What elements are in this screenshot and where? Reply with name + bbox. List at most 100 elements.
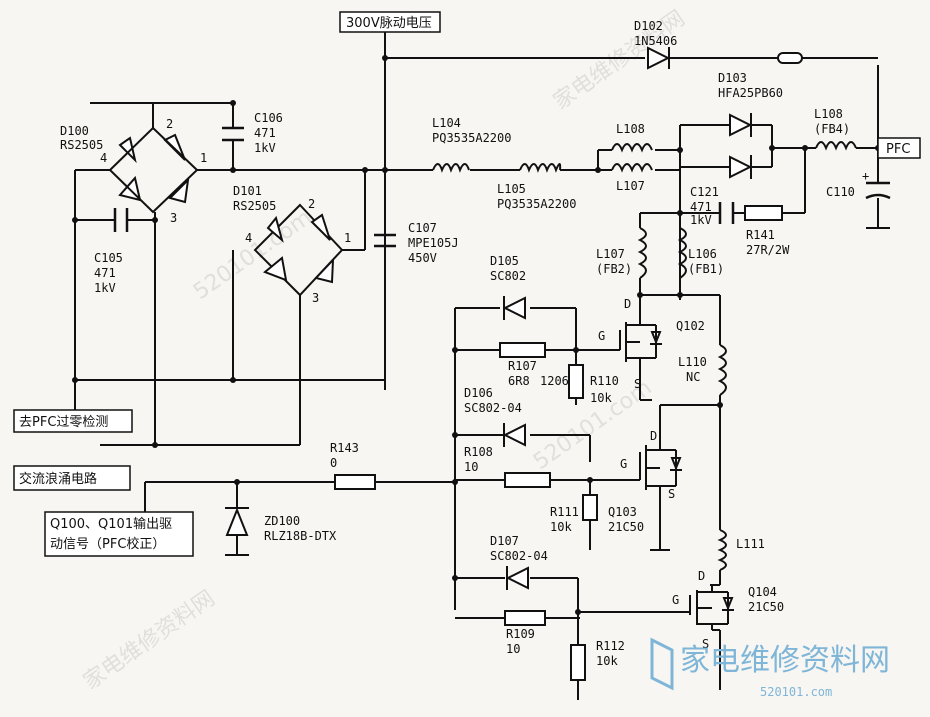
r109-value: 10: [506, 642, 520, 656]
surge-circuit-box: [13, 465, 131, 491]
d100-diode-icon: [168, 177, 190, 204]
d103-diode-icon: [729, 113, 753, 137]
d107-diode-icon: [505, 566, 529, 590]
l110-label: L110: [678, 355, 707, 369]
l105-part: PQ3535A2200: [497, 197, 576, 211]
r110-resistor-icon: [568, 364, 584, 399]
resistors: [334, 205, 783, 681]
d105-label: D105: [490, 254, 519, 268]
diodes: [108, 46, 803, 590]
r107-resistor-icon: [499, 342, 546, 358]
pin-label: 4: [100, 151, 107, 165]
r111-resistor-icon: [582, 494, 598, 521]
q103-mosfet-icon: [639, 440, 682, 500]
c105-value: 471: [94, 266, 116, 280]
q102-label: Q102: [676, 319, 705, 333]
watermark-text: 家电维修资料网: [79, 586, 220, 695]
zero-detect-box: [13, 409, 133, 433]
l108-fb4-part: (FB4): [814, 122, 850, 136]
d100-label: D100: [60, 124, 89, 138]
l105-coil-icon: [519, 163, 562, 173]
r141-label: R141: [746, 228, 775, 242]
source-label: S: [634, 377, 641, 391]
watermark-text: 520101.com: [189, 205, 316, 305]
r108-label: R108: [464, 445, 493, 459]
l106-label: L106: [688, 247, 717, 261]
logo-url: 520101.com: [760, 685, 832, 699]
d105-part: SC802: [490, 269, 526, 283]
r143-value: 0: [330, 456, 337, 470]
zd100-zener-icon: [225, 507, 249, 536]
d106-diode-icon: [502, 423, 526, 447]
r111-value: 10k: [550, 520, 572, 534]
c107-voltage: 450V: [408, 251, 437, 265]
r107-label: R107: [508, 359, 537, 373]
d105-diode-icon: [502, 296, 526, 320]
inductors: [432, 141, 857, 571]
r110-label: R110: [590, 374, 619, 388]
r112-value: 10k: [596, 654, 618, 668]
r112-label: R112: [596, 639, 625, 653]
r107-value: 6R8: [508, 374, 530, 388]
pulse-voltage-label: 300V脉动电压: [346, 16, 432, 31]
site-logo: 家电维修资料网 520101.com: [650, 637, 890, 699]
r108-value: 10: [464, 460, 478, 474]
junctions: [72, 55, 881, 615]
r112-resistor-icon: [570, 644, 586, 681]
drain-label: D: [624, 297, 631, 311]
r110-value: 10k: [590, 391, 612, 405]
d101-part: RS2505: [233, 199, 276, 213]
label-boxes: 300V脉动电压 PFC 去PFC过零检测 交流浪涌电路 Q100、Q101输出…: [13, 11, 921, 557]
l108-fb4-coil-icon: [815, 141, 857, 151]
pin-label: 3: [170, 211, 177, 225]
l110-coil-icon: [717, 344, 727, 396]
drain-label: D: [650, 429, 657, 443]
gate-label: G: [598, 329, 605, 343]
d102-part: 1N5406: [634, 34, 677, 48]
r108-resistor-icon: [504, 472, 551, 488]
q104-part: 21C50: [748, 600, 784, 614]
l104-label: L104: [432, 116, 461, 130]
pin-label: 2: [308, 197, 315, 211]
l107-label: L107: [616, 179, 645, 193]
d103-diode-icon: [729, 155, 753, 179]
r143-label: R143: [330, 441, 359, 455]
r109-resistor-icon: [504, 610, 546, 626]
mosfets: [619, 318, 734, 631]
d100-bridge-icon: [108, 126, 199, 214]
zero-detect-label: 去PFC过零检测: [19, 415, 108, 430]
c106-value: 471: [254, 126, 276, 140]
l107-fb2-part: (FB2): [596, 262, 632, 276]
logo-icon: [650, 637, 674, 691]
c121-label: C121: [690, 185, 719, 199]
l108-label: L108: [616, 122, 645, 136]
d101-diode-icon: [314, 257, 335, 284]
d103-part: HFA25PB60: [718, 86, 783, 100]
l104-part: PQ3535A2200: [432, 131, 511, 145]
l108-coil-icon: [611, 143, 653, 153]
l106-fb1-coil-icon: [677, 227, 687, 279]
drive-signal-label-2: 动信号（PFC校正）: [50, 536, 165, 552]
pin-label: 4: [245, 231, 252, 245]
l106-part: (FB1): [688, 262, 724, 276]
c105-label: C105: [94, 251, 123, 265]
c106-voltage: 1kV: [254, 141, 276, 155]
fuse-icon: [777, 52, 803, 64]
d101-diode-icon: [310, 213, 331, 241]
d107-label: D107: [490, 534, 519, 548]
d102-label: D102: [634, 19, 663, 33]
logo-text: 家电维修资料网: [680, 643, 890, 678]
l108-fb4-label: L108: [814, 107, 843, 121]
r111-label: R111: [550, 505, 579, 519]
pfc-output-label: PFC: [886, 142, 910, 157]
zd100-label: ZD100: [264, 514, 300, 528]
r141-resistor-icon: [744, 205, 783, 221]
pin-label: 3: [312, 291, 319, 305]
source-label: S: [668, 487, 675, 501]
surge-circuit-label: 交流浪涌电路: [19, 471, 97, 487]
c106-label: C106: [254, 111, 283, 125]
r107-size: 1206: [540, 374, 569, 388]
d106-label: D106: [464, 386, 493, 400]
c121-value: 471: [690, 200, 712, 214]
